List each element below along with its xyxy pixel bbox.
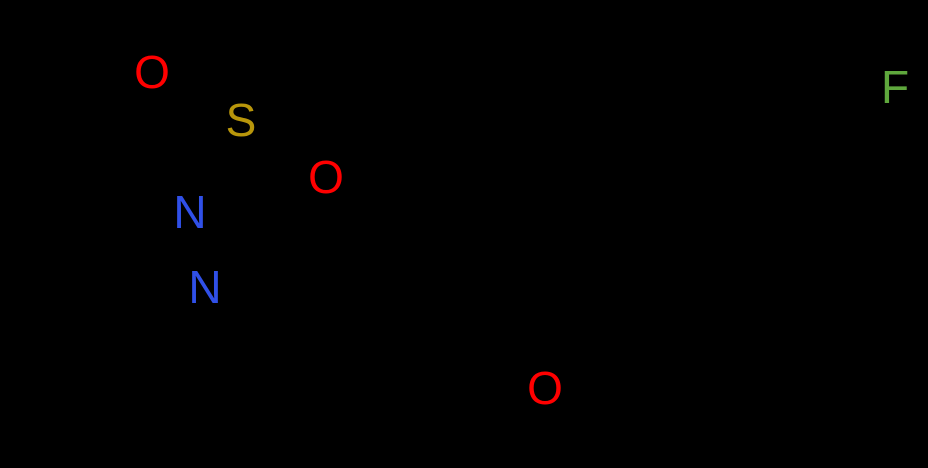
bond-b06-inner (187, 208, 205, 268)
bond-b22 (37, 57, 103, 123)
bond-b01 (7, 117, 103, 173)
atom-label-s1: S (226, 94, 257, 146)
bond-b19 (637, 297, 748, 363)
bond-b04 (7, 277, 113, 333)
bond-b18-inner (751, 296, 835, 348)
bond-b15 (637, 117, 748, 183)
bond-b11 (337, 187, 423, 248)
bond-b13 (557, 297, 643, 378)
atom-label-n1: N (173, 186, 206, 238)
bond-b12 (417, 242, 533, 373)
bond-b16 (742, 117, 853, 183)
atom-label-n2: N (188, 261, 221, 313)
bond-layer (7, 7, 888, 378)
atom-label-o3: O (527, 362, 563, 414)
bond-b16-inner (751, 132, 835, 184)
bond-b07 (202, 117, 231, 203)
bond-b08-inner (170, 76, 223, 97)
bond-b10 (255, 59, 363, 113)
bond-b08 (160, 82, 228, 108)
bond-b05 (107, 305, 201, 333)
bond-b09-inner (252, 141, 303, 173)
bond-b09 (249, 129, 315, 169)
bond-b06 (194, 197, 215, 275)
atom-label-o2: O (308, 151, 344, 203)
bond-b21 (357, 7, 423, 65)
bond-b03 (97, 117, 173, 199)
atom-label-f1: F (881, 61, 909, 113)
bond-b20 (847, 97, 888, 183)
atom-label-o1: O (134, 46, 170, 98)
bond-b18 (742, 297, 853, 363)
